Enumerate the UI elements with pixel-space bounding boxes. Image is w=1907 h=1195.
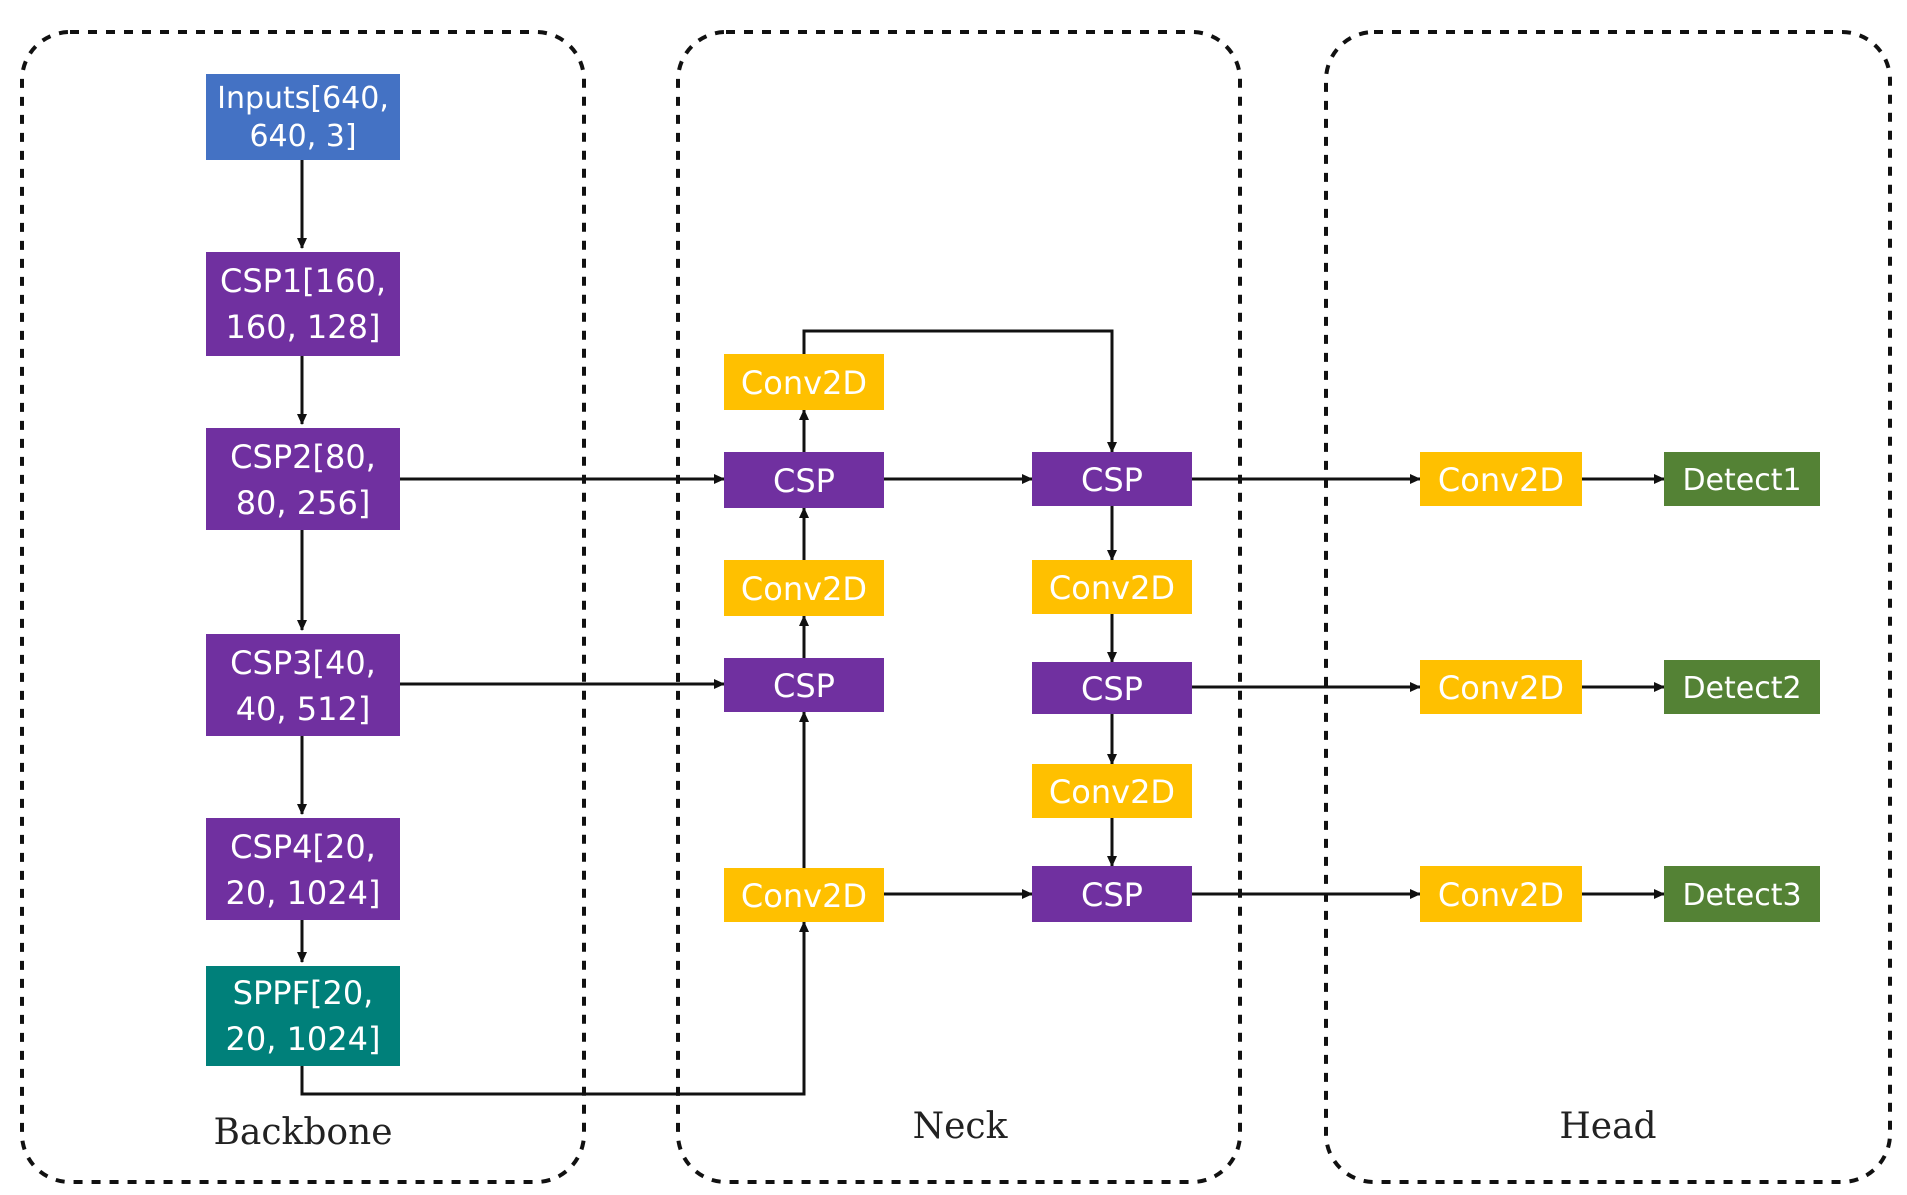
node-neck-csp-d-label: CSP	[1081, 670, 1143, 708]
node-neck-csp-e-box	[1032, 866, 1192, 922]
node-sppf-box	[206, 966, 400, 1066]
node-neck-conv-bottom-label: Conv2D	[741, 877, 867, 915]
node-detect3-label: Detect3	[1682, 878, 1801, 913]
node-neck-conv-c-label: Conv2D	[1049, 569, 1175, 607]
node-csp4-line1: CSP4[20,	[230, 828, 376, 866]
node-sppf: SPPF[20, 20, 1024]	[206, 966, 400, 1066]
node-csp3-box	[206, 634, 400, 736]
node-detect1: Detect1	[1664, 452, 1820, 506]
node-csp2-line2: 80, 256]	[236, 484, 371, 522]
node-csp1-box	[206, 252, 400, 356]
node-neck-csp-b-label: CSP	[773, 667, 835, 705]
node-neck-conv-d-label: Conv2D	[1049, 773, 1175, 811]
node-neck-conv-d: Conv2D	[1032, 764, 1192, 818]
node-neck-csp-d: CSP	[1032, 662, 1192, 714]
node-neck-csp-d-box	[1032, 662, 1192, 714]
node-detect2-box	[1664, 660, 1820, 714]
node-neck-csp-c-box	[1032, 452, 1192, 506]
node-neck-conv-top: Conv2D	[724, 354, 884, 410]
node-sppf-line2: 20, 1024]	[226, 1020, 381, 1058]
head-region	[1324, 30, 1892, 1184]
node-inputs-line1: Inputs[640,	[217, 81, 389, 116]
node-neck-conv-bottom-box	[724, 868, 884, 922]
node-neck-csp-e-label: CSP	[1081, 876, 1143, 914]
node-csp1-line2: 160, 128]	[226, 308, 381, 346]
node-csp4: CSP4[20, 20, 1024]	[206, 818, 400, 920]
node-neck-csp-b: CSP	[724, 658, 884, 712]
connectors	[297, 160, 1665, 1096]
backbone-region	[20, 30, 586, 1184]
node-head-conv3-box	[1420, 866, 1582, 922]
node-neck-csp-e: CSP	[1032, 866, 1192, 922]
node-csp1-line1: CSP1[160,	[220, 262, 386, 300]
node-neck-conv-bottom: Conv2D	[724, 868, 884, 922]
node-sppf-line1: SPPF[20,	[233, 974, 374, 1012]
node-inputs-box	[206, 74, 400, 160]
node-detect1-box	[1664, 452, 1820, 506]
node-neck-csp-c: CSP	[1032, 452, 1192, 506]
node-neck-csp-b-box	[724, 658, 884, 712]
node-head-conv2: Conv2D	[1420, 660, 1582, 714]
node-inputs-line2: 640, 3]	[249, 119, 356, 154]
node-csp2-box	[206, 428, 400, 530]
node-csp1: CSP1[160, 160, 128]	[206, 252, 400, 356]
node-detect3-box	[1664, 866, 1820, 922]
node-csp3-line1: CSP3[40,	[230, 644, 376, 682]
node-neck-conv-mid-box	[724, 560, 884, 616]
node-neck-conv-c: Conv2D	[1032, 560, 1192, 614]
node-neck-csp-c-label: CSP	[1081, 461, 1143, 499]
node-neck-csp-a-label: CSP	[773, 462, 835, 500]
section-label-backbone: Backbone	[213, 1112, 392, 1153]
node-csp3: CSP3[40, 40, 512]	[206, 634, 400, 736]
neck-region	[676, 30, 1242, 1184]
node-csp4-box	[206, 818, 400, 920]
node-neck-conv-c-box	[1032, 560, 1192, 614]
node-head-conv1: Conv2D	[1420, 452, 1582, 506]
node-head-conv2-label: Conv2D	[1438, 669, 1564, 707]
node-head-conv3: Conv2D	[1420, 866, 1582, 922]
node-neck-conv-mid: Conv2D	[724, 560, 884, 616]
node-neck-csp-a-box	[724, 452, 884, 508]
node-detect2-label: Detect2	[1682, 671, 1801, 706]
node-csp3-line2: 40, 512]	[236, 690, 371, 728]
node-neck-conv-top-box	[724, 354, 884, 410]
node-detect3: Detect3	[1664, 866, 1820, 922]
section-label-head: Head	[1559, 1106, 1656, 1147]
section-label-neck: Neck	[913, 1106, 1009, 1147]
node-detect1-label: Detect1	[1682, 463, 1801, 498]
node-neck-conv-top-label: Conv2D	[741, 364, 867, 402]
node-csp2-line1: CSP2[80,	[230, 438, 376, 476]
node-neck-conv-mid-label: Conv2D	[741, 570, 867, 608]
node-head-conv1-label: Conv2D	[1438, 461, 1564, 499]
node-head-conv3-label: Conv2D	[1438, 876, 1564, 914]
node-inputs: Inputs[640, 640, 3]	[206, 74, 400, 160]
node-csp4-line2: 20, 1024]	[226, 874, 381, 912]
node-head-conv1-box	[1420, 452, 1582, 506]
node-detect2: Detect2	[1664, 660, 1820, 714]
node-neck-conv-d-box	[1032, 764, 1192, 818]
node-csp2: CSP2[80, 80, 256]	[206, 428, 400, 530]
node-head-conv2-box	[1420, 660, 1582, 714]
node-neck-csp-a: CSP	[724, 452, 884, 508]
